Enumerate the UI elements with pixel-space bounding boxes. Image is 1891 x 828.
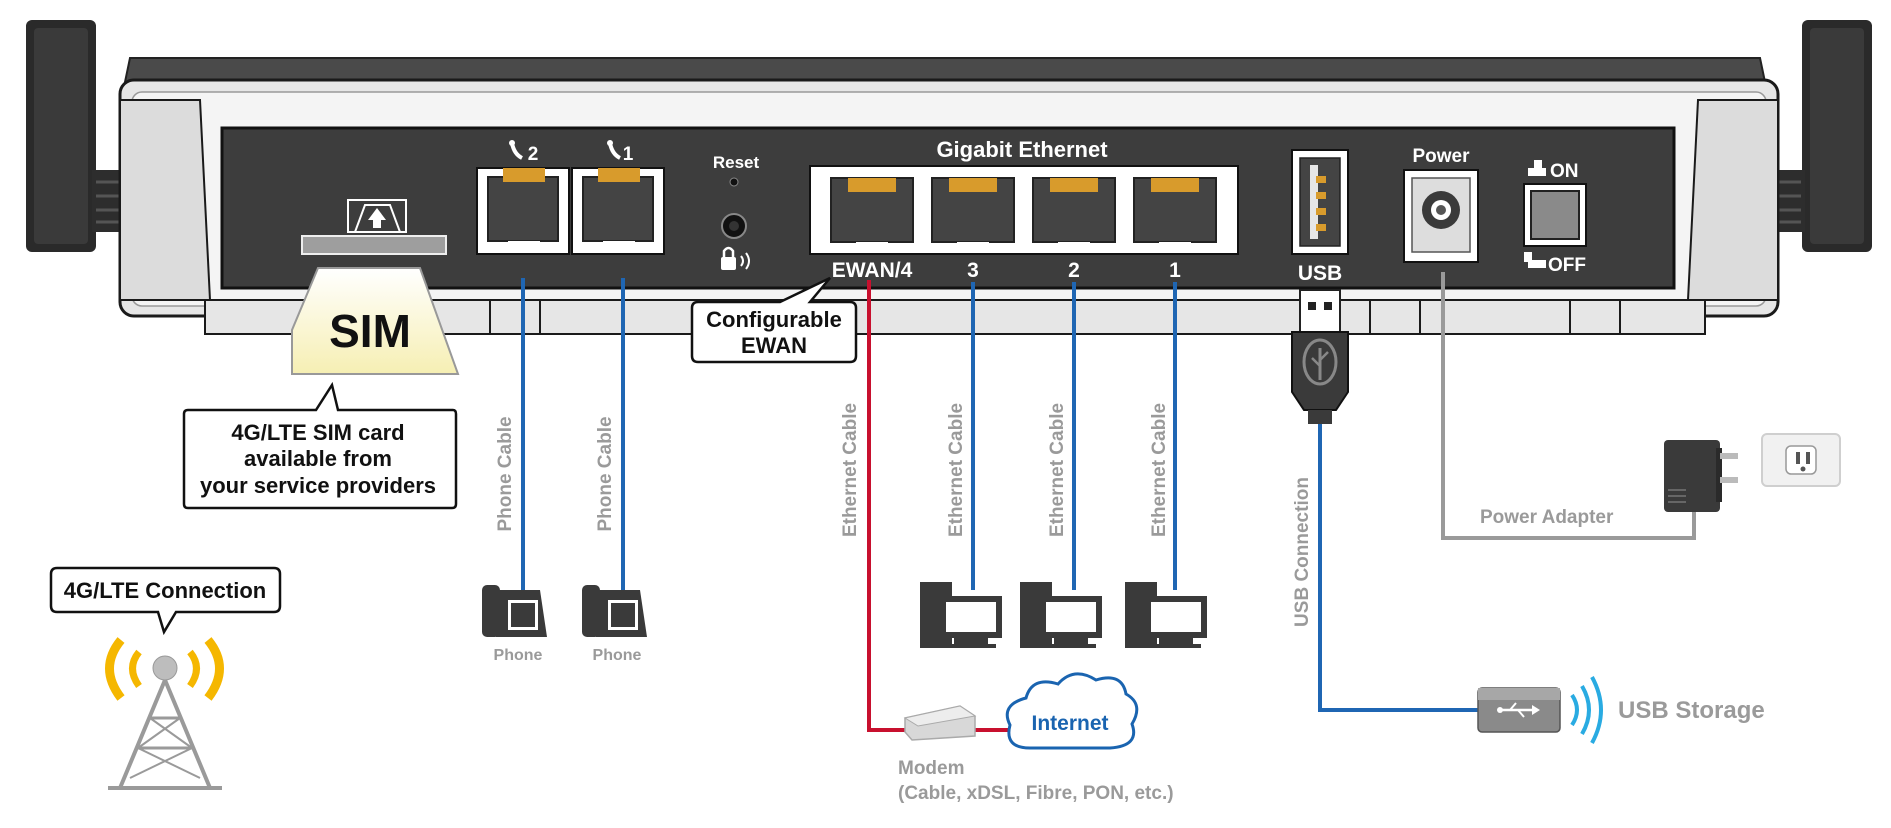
power-cable bbox=[1441, 272, 1696, 540]
reset-button[interactable]: Reset bbox=[713, 153, 760, 239]
sim-slot[interactable] bbox=[301, 199, 447, 255]
usb-storage-drive bbox=[1477, 687, 1561, 733]
ethernet-port-1[interactable] bbox=[1133, 177, 1217, 250]
ethernet-cable-label-2: Ethernet Cable bbox=[1047, 403, 1068, 537]
lte-callout: 4G/LTE Connection bbox=[49, 566, 282, 636]
gigabit-ethernet-title: Gigabit Ethernet bbox=[936, 137, 1108, 162]
phone-port-2-label: 2 bbox=[528, 144, 539, 165]
phone-label-1: Phone bbox=[593, 647, 642, 664]
telephone-2 bbox=[482, 585, 547, 637]
usb-label: USB bbox=[1298, 262, 1342, 285]
internet-cloud: Internet bbox=[1005, 672, 1139, 750]
phone-port-1[interactable]: 1 bbox=[571, 140, 665, 255]
wifi-arc-icon bbox=[1570, 676, 1603, 744]
eth-port-label-3: 3 bbox=[967, 259, 979, 282]
power-label: Power bbox=[1412, 146, 1470, 167]
usb-storage-label: USB Storage bbox=[1618, 697, 1765, 724]
ethernet-cable-label-3: Ethernet Cable bbox=[946, 403, 967, 537]
lte-callout-text: 4G/LTE Connection bbox=[64, 578, 266, 603]
sim-callout: 4G/LTE SIM card available from your serv… bbox=[182, 381, 458, 510]
sim-callout-line-3: your service providers bbox=[200, 473, 436, 498]
sim-card-label: SIM bbox=[329, 305, 411, 357]
phone-jack-icon bbox=[509, 140, 523, 160]
eth-port-label-2: 2 bbox=[1068, 259, 1080, 282]
power-adapter-label: Power Adapter bbox=[1480, 507, 1614, 528]
phone-port-2[interactable]: 2 bbox=[476, 140, 570, 255]
ewan-callout: Configurable EWAN bbox=[690, 276, 858, 364]
computer-2 bbox=[1020, 582, 1102, 648]
sim-card: SIM bbox=[291, 267, 460, 375]
computer-3 bbox=[920, 582, 1002, 648]
eth-port-label-ewan4: EWAN/4 bbox=[832, 259, 913, 282]
phone-jack-icon bbox=[607, 140, 621, 160]
antenna-left bbox=[26, 20, 137, 252]
phone-cable-label-2: Phone Cable bbox=[495, 416, 516, 531]
phone-label-2: Phone bbox=[494, 647, 543, 664]
computer-1 bbox=[1125, 582, 1207, 648]
power-jack[interactable] bbox=[1403, 169, 1479, 263]
modem-types-label: (Cable, xDSL, Fibre, PON, etc.) bbox=[898, 783, 1174, 804]
cell-tower-icon bbox=[105, 637, 224, 790]
switch-on-label: ON bbox=[1550, 161, 1579, 182]
sim-callout-line-2: available from bbox=[244, 446, 392, 471]
switch-off-label: OFF bbox=[1548, 255, 1586, 276]
internet-label: Internet bbox=[1031, 712, 1108, 735]
modem bbox=[903, 705, 977, 741]
telephone-1 bbox=[582, 585, 647, 637]
phone-cable-label-1: Phone Cable bbox=[595, 416, 616, 531]
ethernet-port-ewan4[interactable] bbox=[830, 177, 914, 250]
ewan-callout-line-1: Configurable bbox=[706, 307, 842, 332]
reset-label: Reset bbox=[713, 153, 760, 172]
lock-wireless-icon bbox=[721, 246, 750, 270]
ethernet-port-3[interactable] bbox=[931, 177, 1015, 250]
power-switch[interactable]: ON OFF bbox=[1523, 160, 1587, 276]
eth-port-label-1: 1 bbox=[1169, 259, 1181, 282]
power-plug-icon bbox=[1664, 440, 1738, 512]
usb-connection-label: USB Connection bbox=[1292, 477, 1313, 627]
ethernet-cable-label-1: Ethernet Cable bbox=[1149, 403, 1170, 537]
ewan-ethernet-cable bbox=[867, 280, 1010, 732]
wall-outlet-icon bbox=[1761, 433, 1841, 487]
usb-port[interactable] bbox=[1291, 149, 1349, 255]
phone-port-1-label: 1 bbox=[623, 144, 634, 165]
ewan-callout-line-2: EWAN bbox=[741, 333, 807, 358]
ethernet-cable-label-ewan: Ethernet Cable bbox=[840, 403, 861, 537]
modem-label: Modem bbox=[898, 758, 965, 779]
usb-plug bbox=[1291, 289, 1349, 424]
usb-trident-icon bbox=[1302, 338, 1338, 386]
usb-cable bbox=[1318, 420, 1480, 712]
sim-callout-line-1: 4G/LTE SIM card bbox=[231, 420, 404, 445]
ethernet-port-2[interactable] bbox=[1032, 177, 1116, 250]
sim-insert-icon bbox=[347, 199, 407, 233]
